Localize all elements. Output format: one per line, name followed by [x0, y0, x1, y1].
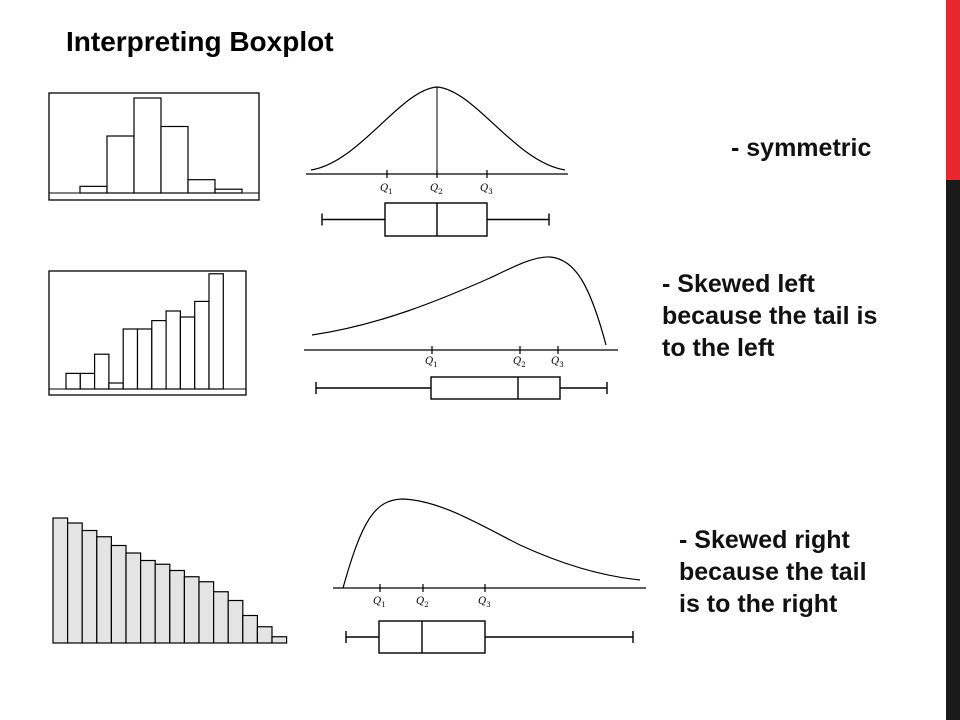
figure-row-symmetric: Q1 Q2 Q3: [48, 86, 568, 237]
desc-skewed-left-line-1: - Skewed left: [662, 270, 815, 298]
density-curve-skewed-right: Q1 Q2 Q3: [333, 498, 646, 609]
histogram-bar: [66, 522, 83, 644]
histogram-frame: [48, 92, 260, 201]
quartile-label: Q1: [425, 356, 438, 369]
histogram-bar: [183, 576, 200, 644]
quartile-label: Q1: [373, 596, 386, 609]
desc-skewed-left-line-3: to the left: [662, 334, 775, 362]
desc-symmetric-line-1: - symmetric: [731, 134, 872, 162]
boxplot-box: [430, 376, 561, 400]
histogram-skewed-left: [48, 270, 247, 396]
side-accent-red: [946, 0, 960, 180]
histogram-bar: [213, 591, 229, 644]
desc-skewed-right-line-2: because the tail: [679, 558, 867, 586]
density-curve-line: [310, 86, 566, 171]
desc-symmetric: - symmetric: [731, 132, 871, 164]
histogram-symmetric: [48, 92, 260, 201]
histogram-bar: [227, 599, 244, 644]
desc-skewed-right: - Skewed right because the tail is to th…: [679, 524, 867, 620]
histogram-bar: [133, 97, 162, 194]
desc-skewed-left: - Skewed left because the tail is to the…: [662, 268, 877, 364]
density-curve-symmetric: Q1 Q2 Q3: [306, 86, 568, 196]
histogram-bar: [208, 273, 224, 390]
quartile-label: Q2: [513, 356, 526, 369]
density-curve-line: [311, 256, 607, 346]
histogram-bar: [52, 517, 69, 644]
histogram-bar: [194, 300, 210, 390]
histogram-bar: [256, 626, 273, 644]
histogram-bar: [136, 328, 153, 390]
side-accent-bar: [946, 0, 960, 720]
desc-skewed-left-line-2: because the tail is: [662, 302, 878, 330]
histogram-bar: [140, 559, 156, 644]
histogram-bar: [125, 552, 142, 644]
histogram-bar: [179, 316, 196, 390]
figure-row-skewed-right: Q1 Q2 Q3: [52, 498, 646, 654]
histogram-bar: [93, 353, 110, 390]
histogram-bar: [165, 310, 182, 390]
desc-skewed-right-line-1: - Skewed right: [679, 526, 850, 554]
histogram-bar: [198, 581, 215, 644]
histogram-bar: [160, 125, 189, 194]
boxplot-box: [384, 202, 488, 237]
boxplot-skewed-right: [345, 620, 634, 654]
density-curve-line: [342, 498, 641, 589]
boxplot-box: [378, 620, 486, 654]
boxplot-skewed-left: [315, 376, 608, 400]
quartile-label: Q2: [416, 596, 429, 609]
histogram-bar: [65, 372, 81, 390]
histogram-skewed-right: [52, 517, 288, 644]
histogram-bar: [154, 563, 171, 644]
histogram-bar: [242, 614, 259, 644]
histogram-bar: [79, 185, 108, 194]
histogram-bar: [81, 529, 98, 644]
quartile-label: Q3: [478, 596, 491, 609]
histogram-bar: [122, 328, 139, 390]
slide-title: Interpreting Boxplot: [66, 26, 334, 57]
histogram-bar: [169, 569, 186, 644]
density-curve-skewed-left: Q1 Q2 Q3: [304, 256, 618, 369]
figure-row-skewed-left: Q1 Q2 Q3: [48, 256, 618, 400]
boxplot-symmetric: [321, 202, 550, 237]
histogram-bar: [187, 179, 216, 194]
histogram-bar: [106, 135, 135, 194]
histogram-bar: [108, 382, 124, 390]
side-accent-dark: [946, 180, 960, 720]
histogram-bar: [96, 536, 113, 644]
quartile-label: Q3: [480, 183, 493, 196]
histogram-bar: [151, 320, 167, 390]
histogram-bar: [271, 636, 288, 644]
quartile-label: Q1: [380, 183, 393, 196]
histogram-frame: [48, 270, 247, 396]
quartile-label: Q2: [430, 183, 443, 196]
desc-skewed-right-line-3: is to the right: [679, 590, 838, 618]
histogram-bar: [79, 372, 96, 390]
histogram-bar: [110, 544, 127, 644]
histogram-bar: [214, 188, 243, 194]
quartile-label: Q3: [551, 356, 564, 369]
